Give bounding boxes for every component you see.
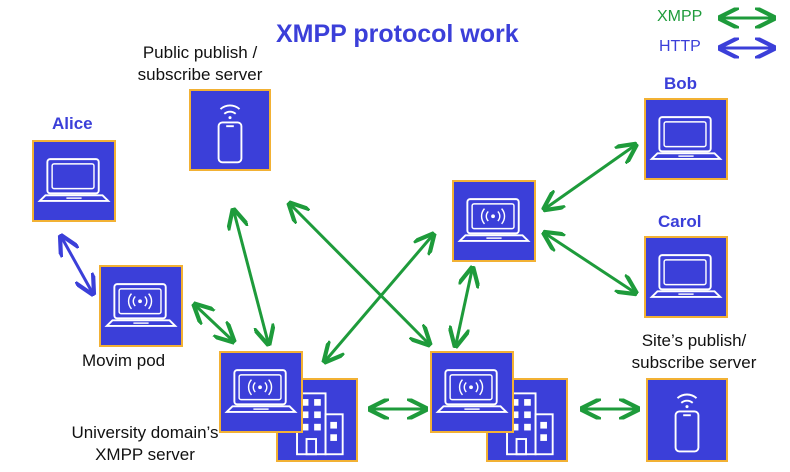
laptop-icon [37,158,111,202]
carol-node [644,236,728,318]
bob-label: Bob [664,74,698,93]
movim-pod-node [99,265,183,347]
diagram-title: XMPP protocol work [276,20,519,48]
alice-node [32,140,116,222]
laptop-icon [457,198,531,242]
arrow-movim-university [196,306,232,340]
arrow-server2-site [456,270,472,344]
arrow-university-server2 [326,236,432,360]
phone-icon [674,393,700,453]
arrow-alice-movim [62,238,92,292]
movim-pod-label: Movim pod [82,351,166,370]
carol-label: Carol [658,212,702,231]
university-server-label: University domain’s XMPP server [71,423,219,464]
laptop-icon [649,116,723,160]
legend-http-label: HTTP [659,38,701,55]
site-server-node [430,351,514,433]
bob-node [644,98,728,180]
building-icon [296,392,344,456]
public-server-node [189,89,271,171]
server-2-node [452,180,536,262]
laptop-icon [224,369,298,413]
laptop-icon [104,283,178,327]
public-server-label: Public publish / subscribe server [137,43,263,84]
site-pubsub-label: Site’s publish/ subscribe server [631,331,757,372]
arrow-server2-bob [546,146,634,208]
university-server-node [219,351,303,433]
arrow-public-university [234,212,268,342]
site-pubsub-node [646,378,728,462]
alice-label: Alice [52,114,93,133]
legend-xmpp-label: XMPP [657,8,703,25]
laptop-icon [435,369,509,413]
arrow-server2-carol [546,234,634,292]
laptop-icon [649,254,723,298]
phone-icon [217,104,243,164]
